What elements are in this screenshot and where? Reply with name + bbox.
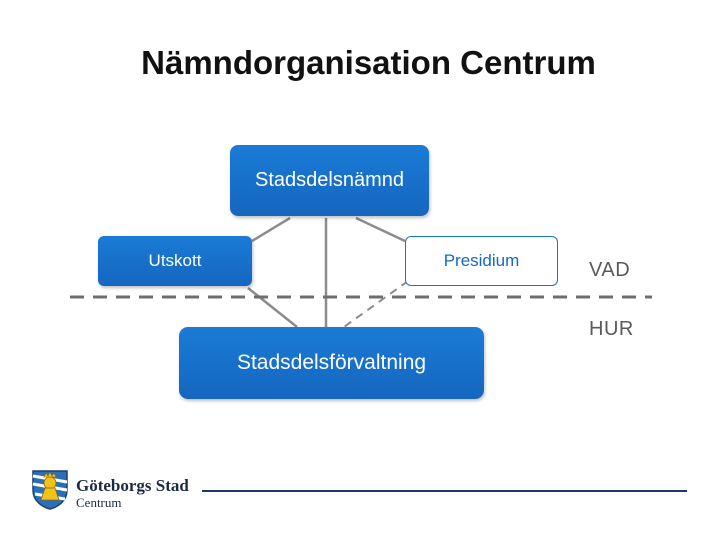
page-title: Nämndorganisation Centrum	[141, 44, 596, 81]
level-label-hur: HUR	[589, 318, 634, 340]
level-label-vad: VAD	[589, 259, 631, 281]
connector-presidium-sforv	[343, 280, 409, 328]
node-utskott-label: Utskott	[148, 251, 202, 270]
node-utskott: Utskott	[98, 236, 252, 286]
node-stadsdelsforvaltning: Stadsdelsförvaltning	[179, 327, 484, 399]
node-stadsdelsnamnd: Stadsdelsnämnd	[230, 145, 429, 216]
node-presidium-label: Presidium	[443, 251, 520, 270]
goteborg-coat-of-arms-icon	[32, 470, 68, 510]
footer-rule	[202, 490, 687, 492]
node-stadsdelsforvaltning-label: Stadsdelsförvaltning	[236, 351, 427, 374]
connector-snamnd-utskott	[251, 216, 291, 243]
connector-utskott-sforv	[247, 287, 298, 328]
node-stadsdelsnamnd-label: Stadsdelsnämnd	[255, 169, 404, 191]
connector-snamnd-presidium	[355, 216, 406, 243]
node-presidium: Presidium	[405, 236, 558, 286]
brand-name: Göteborgs Stad	[76, 476, 189, 495]
brand-unit: Centrum	[76, 495, 122, 510]
